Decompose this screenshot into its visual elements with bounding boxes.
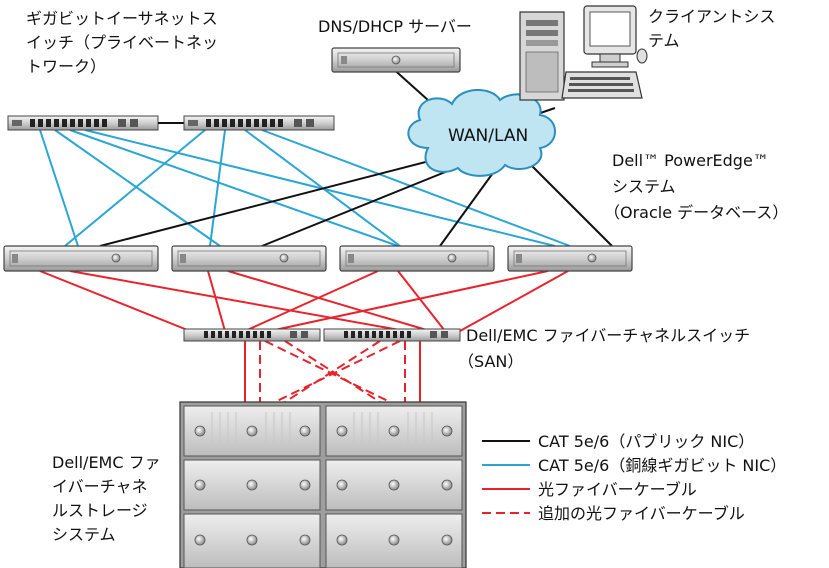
poweredge-label-line-2: システム: [612, 177, 676, 196]
gigabit-ethernet-switch-2: [183, 115, 335, 131]
dns-dhcp-server: [331, 47, 461, 73]
wan-lan-label: WAN/LAN: [448, 126, 529, 146]
gigabit-switch-label-line-2: イッチ（プライベートネッ: [26, 33, 219, 52]
fc-storage-label-line-2: イバーチャネ: [52, 477, 148, 496]
poweredge-label-line-3: （Oracle データベース）: [604, 203, 789, 222]
fc-switch-label-line-2: （SAN）: [458, 352, 524, 371]
gigabit-switch-label-line-1: ギガビットイーサネットス: [26, 9, 218, 28]
wan-lan-cloud: [407, 88, 556, 177]
client-system-label-line-1: クライアントシス: [648, 7, 776, 26]
fc-switch-label-line-1: Dell/EMC ファイバーチャネルスイッチ: [466, 326, 751, 345]
poweredge-server-3: [339, 245, 495, 272]
client-system-label-line-2: テム: [648, 31, 680, 50]
fibre-channel-switch-1: [183, 328, 321, 342]
fc-storage-label-line-3: ルストレージ: [52, 501, 148, 520]
poweredge-server-2: [171, 245, 327, 272]
poweredge-label-line-1: Dell™ PowerEdge™: [612, 151, 769, 170]
legend-label-private-nic: CAT 5e/6（銅線ギガビット NIC）: [538, 456, 787, 475]
gigabit-switch-label-line-3: トワーク）: [26, 57, 107, 76]
legend-label-fiber: 光ファイバーケーブル: [538, 480, 697, 499]
gigabit-ethernet-switch-1: [7, 115, 159, 131]
fc-storage-label-line-1: Dell/EMC ファ: [52, 453, 161, 472]
legend-label-public-nic: CAT 5e/6（パブリック NIC）: [538, 432, 755, 451]
fiber-cables: [39, 270, 569, 402]
legend: [482, 440, 530, 514]
fibre-channel-switch-2: [323, 328, 461, 342]
poweredge-server-1: [3, 245, 159, 272]
fibre-channel-storage-system: [179, 401, 467, 568]
client-system: [519, 5, 648, 101]
dns-dhcp-server-label: DNS/DHCP サーバー: [318, 17, 472, 36]
fc-storage-label-line-4: システム: [52, 525, 116, 544]
poweredge-server-4: [507, 245, 633, 272]
private-network-cables: [39, 129, 571, 247]
legend-label-extra-fiber: 追加の光ファイバーケーブル: [538, 504, 745, 523]
additional-fiber-cables: [259, 340, 406, 403]
